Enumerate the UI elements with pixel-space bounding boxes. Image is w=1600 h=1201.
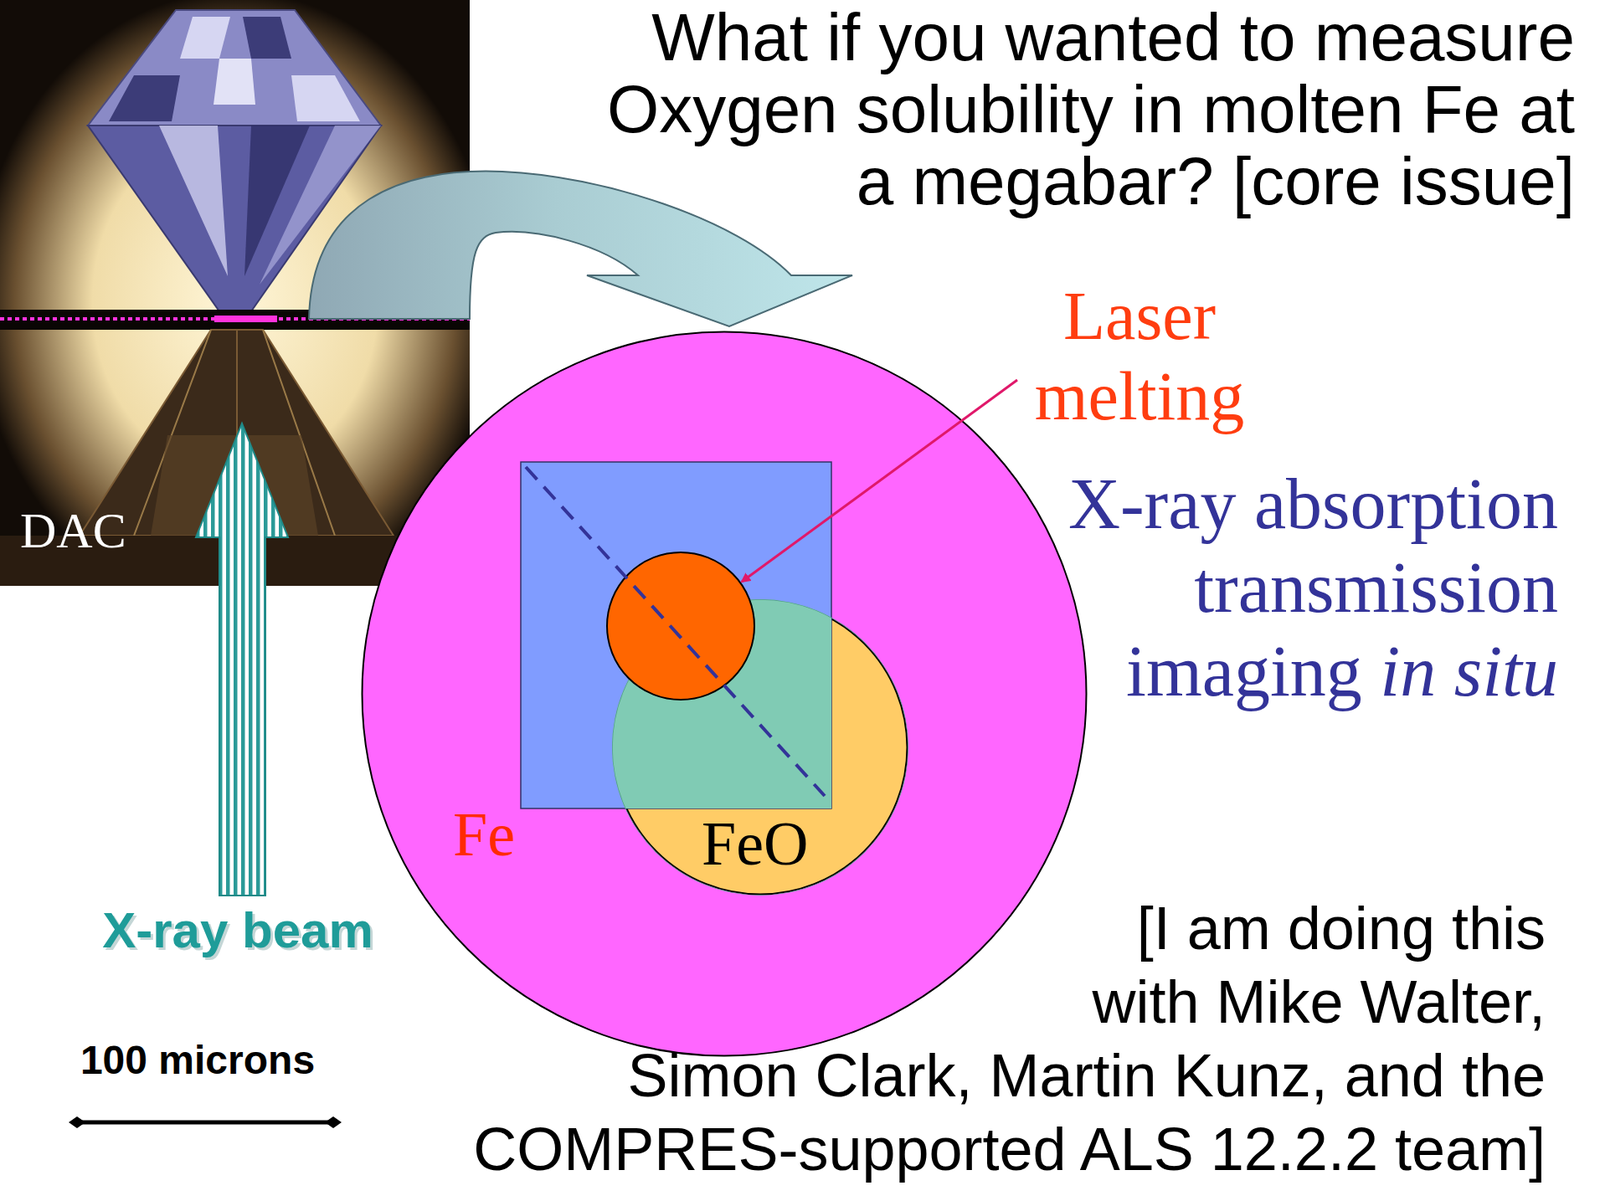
credit-text: [I am doing this with Mike Walter, Simon… [473,895,1546,1184]
beam-arrow [195,423,289,896]
node-label: Fe [452,799,515,871]
photo-label: DAC [20,502,127,561]
callout-text: Laser melting [1005,276,1274,438]
beam-label: X-ray beam [83,901,392,960]
node-label: FeO [701,808,808,880]
sample-overlay [360,330,1088,1058]
curved-arrow [308,171,853,327]
title-text: What if you wanted to measure Oxygen sol… [578,1,1575,218]
circle-node: Fe FeO [360,330,1088,1058]
method-text: X-ray absorption transmission imagingin … [1039,462,1559,714]
credit-note: [I am doing this with Mike Walter, Simon… [331,891,1546,1187]
method-text-italic: in situ [1379,631,1559,712]
scale-bar [68,1116,342,1129]
scale-label: 100 microns [67,1037,328,1084]
